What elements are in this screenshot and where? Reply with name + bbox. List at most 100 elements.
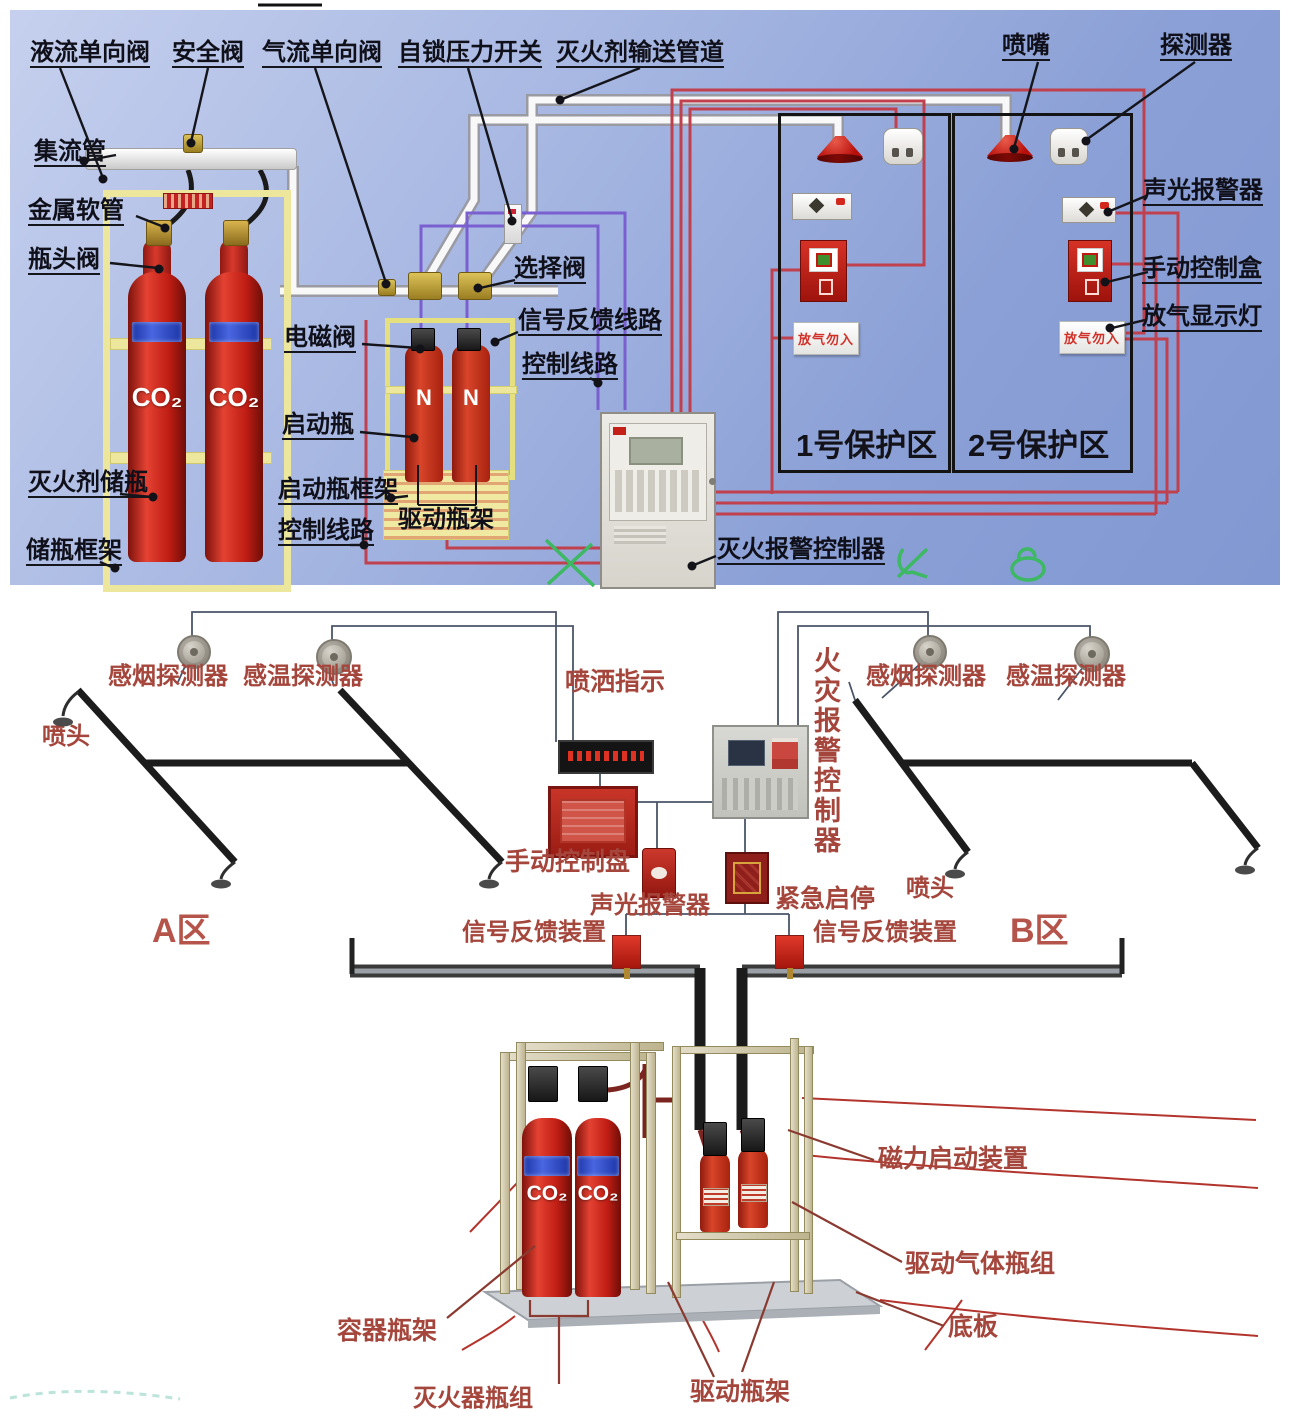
- ceiling-detector-1: [883, 128, 923, 165]
- label-temp-detector-b: 感温探测器: [1006, 663, 1126, 690]
- signal-feedback-device-b: [775, 935, 804, 979]
- label-emergency-stop: 紧急启停: [775, 885, 876, 913]
- signal-feedback-device-a: [612, 935, 641, 979]
- magnetic-starter-1: [528, 1066, 558, 1102]
- label-sound-light-alarm-bottom: 声光报警器: [590, 892, 710, 919]
- zone1-sound-light-alarm: [792, 193, 852, 220]
- label-zone1: 1号保护区: [796, 428, 938, 463]
- container-rack-post-right-rear: [630, 1042, 640, 1290]
- label-signal-feedback-line: 信号反馈线路: [518, 308, 662, 337]
- container-rack-post-right: [646, 1052, 656, 1294]
- bottle2-co2-text: CO₂: [208, 382, 260, 412]
- sound-light-alarm-device: [642, 848, 676, 898]
- bottle-head-valve-2: [223, 220, 249, 246]
- label-extinguisher-bottle-group: 灭火器瓶组: [413, 1385, 533, 1412]
- spray-indicator-display: [558, 740, 654, 774]
- zone2-manual-control-box: [1068, 240, 1112, 302]
- zone2-sound-light-alarm: [1062, 197, 1116, 223]
- co2-storage-bottle-1: [128, 272, 186, 562]
- label-detector: 探测器: [1160, 33, 1232, 62]
- starter-bottle-2: [452, 345, 490, 482]
- zone2-gas-release-sign: 放气勿入: [1059, 321, 1125, 354]
- emergency-stop-device: [725, 852, 769, 904]
- bottle2-label-band: [209, 322, 259, 342]
- label-magnetic-start-device: 磁力启动装置: [878, 1145, 1029, 1173]
- fire-alarm-controller-device: [712, 725, 809, 819]
- discharge-nozzle-1: [817, 136, 863, 163]
- selector-valve-2: [458, 272, 492, 300]
- zone1-gas-release-sign: 放气勿入: [793, 322, 859, 355]
- starter-bottle-1: [405, 345, 443, 482]
- zone1-manual-control-box: [800, 240, 847, 302]
- drive-rack-post-right: [804, 1046, 813, 1294]
- label-gas-release-light: 放气显示灯: [1142, 304, 1262, 333]
- selector-valve-1: [408, 272, 442, 300]
- label-bottle-head-valve: 瓶头阀: [28, 247, 100, 276]
- label-control-line-left: 控制线路: [278, 518, 374, 547]
- label-temp-detector-a: 感温探测器: [243, 663, 363, 690]
- starter-bottle1-n-text: N: [416, 385, 432, 410]
- label-storage-bottle-frame: 储瓶框架: [26, 538, 122, 567]
- label-zone-a: A区: [152, 912, 211, 950]
- ext-bottle2-co2-text: CO₂: [577, 1182, 619, 1205]
- drive-bottle2-label: [741, 1184, 767, 1202]
- label-zone-b: B区: [1010, 912, 1069, 950]
- label-safety-valve: 安全阀: [172, 40, 244, 69]
- bottle2-neck: [220, 240, 248, 276]
- label-signal-feedback-b: 信号反馈装置: [813, 919, 957, 946]
- label-spray-head-a: 喷头: [42, 723, 90, 750]
- label-drive-bottle-rack: 驱动瓶架: [398, 506, 494, 533]
- ext-bottle1-band: [524, 1156, 570, 1176]
- safety-valve-component: [183, 134, 203, 153]
- ext-bottle1-co2-text: CO₂: [526, 1182, 568, 1205]
- label-spray-head-b: 喷头: [906, 875, 954, 902]
- frame-nameplate: [163, 193, 213, 209]
- label-spray-indicator: 喷洒指示: [565, 668, 666, 696]
- label-manifold: 集流管: [34, 139, 106, 168]
- label-base-plate: 底板: [948, 1313, 999, 1341]
- starter-bottle2-n-text: N: [463, 385, 479, 410]
- label-gas-check-valve: 气流单向阀: [262, 40, 382, 69]
- bottle1-label-band: [132, 322, 182, 342]
- label-zone2: 2号保护区: [968, 428, 1110, 463]
- label-smoke-detector-a: 感烟探测器: [108, 663, 228, 690]
- cabinet-handle: [709, 478, 716, 485]
- label-manual-control-box: 手动控制盒: [1142, 256, 1262, 285]
- label-starter-bottle-frame: 启动瓶框架: [278, 477, 398, 506]
- solenoid-valve-1: [411, 328, 435, 351]
- pressure-switch-component: [504, 204, 522, 244]
- label-starter-bottle: 启动瓶: [282, 412, 354, 441]
- drive-bottle1-label: [703, 1188, 729, 1206]
- drive-rack-post-left: [672, 1046, 681, 1298]
- bottle-head-valve-1: [146, 220, 172, 246]
- label-agent-storage-bottle: 灭火剂储瓶: [28, 470, 148, 499]
- discharge-nozzle-2: [987, 135, 1033, 162]
- label-pressure-switch: 自锁压力开关: [398, 40, 542, 69]
- label-nozzle: 喷嘴: [1002, 33, 1050, 62]
- label-solenoid-valve: 电磁阀: [284, 325, 356, 354]
- label-drive-bottle-rack-bottom: 驱动瓶架: [690, 1378, 791, 1406]
- label-signal-feedback-a: 信号反馈装置: [462, 919, 606, 946]
- drive-rack-shelf: [676, 1232, 810, 1240]
- container-rack-top-bar-rear: [516, 1042, 664, 1051]
- label-metal-hose: 金属软管: [28, 198, 124, 227]
- label-liquid-check-valve: 液流单向阀: [30, 40, 150, 69]
- extinguisher-bottle-1: [522, 1118, 572, 1297]
- extinguisher-bottle-2: [575, 1118, 621, 1297]
- label-smoke-detector-b: 感烟探测器: [866, 663, 986, 690]
- scan-artifact-mark: [9, 1389, 181, 1401]
- gas-check-valve-component: [378, 279, 396, 296]
- bottle1-co2-text: CO₂: [131, 382, 183, 412]
- fire-alarm-controller-cabinet: [600, 412, 716, 589]
- magnetic-starter-2: [578, 1066, 608, 1102]
- label-agent-delivery-pipe: 灭火剂输送管道: [556, 40, 724, 69]
- label-fire-alarm-controller-vertical: 火灾报警控制器: [810, 646, 840, 856]
- solenoid-valve-2: [457, 328, 481, 351]
- ceiling-detector-2: [1050, 128, 1088, 165]
- label-sound-light-alarm: 声光报警器: [1143, 178, 1263, 207]
- label-drive-gas-bottle-group: 驱动气体瓶组: [905, 1250, 1056, 1278]
- label-container-bottle-rack: 容器瓶架: [337, 1317, 438, 1345]
- co2-storage-bottle-2: [205, 272, 263, 562]
- drive-bottle2-valve: [741, 1118, 765, 1152]
